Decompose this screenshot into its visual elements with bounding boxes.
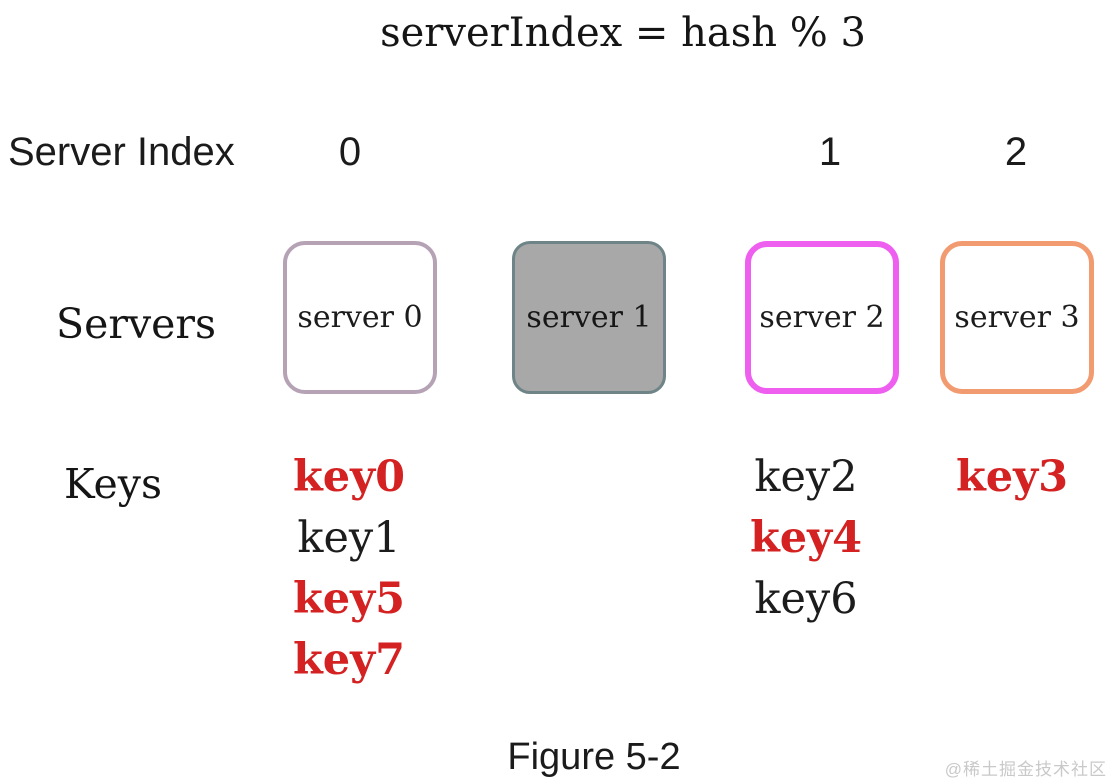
server-box-2: server 2 [745, 241, 899, 394]
server-index-value-0: 0 [338, 130, 362, 174]
servers-row-label: Servers [56, 300, 217, 348]
server-box-2-label: server 2 [759, 300, 885, 335]
key-item: key0 [292, 452, 406, 502]
server-index-value-2: 2 [1004, 130, 1028, 174]
watermark-text: @稀土掘金技术社区 [944, 760, 1107, 779]
server-box-3-label: server 3 [954, 300, 1080, 335]
key-column-server-2: key2 key4 key6 [726, 447, 886, 630]
server-box-1-label: server 1 [526, 300, 652, 335]
server-box-0: server 0 [283, 241, 437, 394]
server-box-0-label: server 0 [297, 300, 423, 335]
server-box-3: server 3 [940, 241, 1094, 394]
server-index-row-label: Server Index [8, 130, 235, 174]
key-item: key1 [297, 513, 401, 563]
server-index-value-1: 1 [818, 130, 842, 174]
keys-row-label: Keys [64, 460, 162, 508]
server-box-1-offline: server 1 [512, 241, 666, 394]
key-item: key2 [754, 452, 858, 502]
key-item: key7 [292, 635, 406, 685]
key-item: key3 [955, 452, 1069, 502]
key-item: key4 [749, 513, 863, 563]
formula-title: serverIndex = hash % 3 [380, 10, 866, 56]
key-item: key6 [754, 574, 858, 624]
key-column-server-0: key0 key1 key5 key7 [269, 447, 429, 691]
key-item: key5 [292, 574, 406, 624]
key-column-server-3: key3 [932, 447, 1092, 508]
figure-caption: Figure 5-2 [507, 736, 681, 778]
